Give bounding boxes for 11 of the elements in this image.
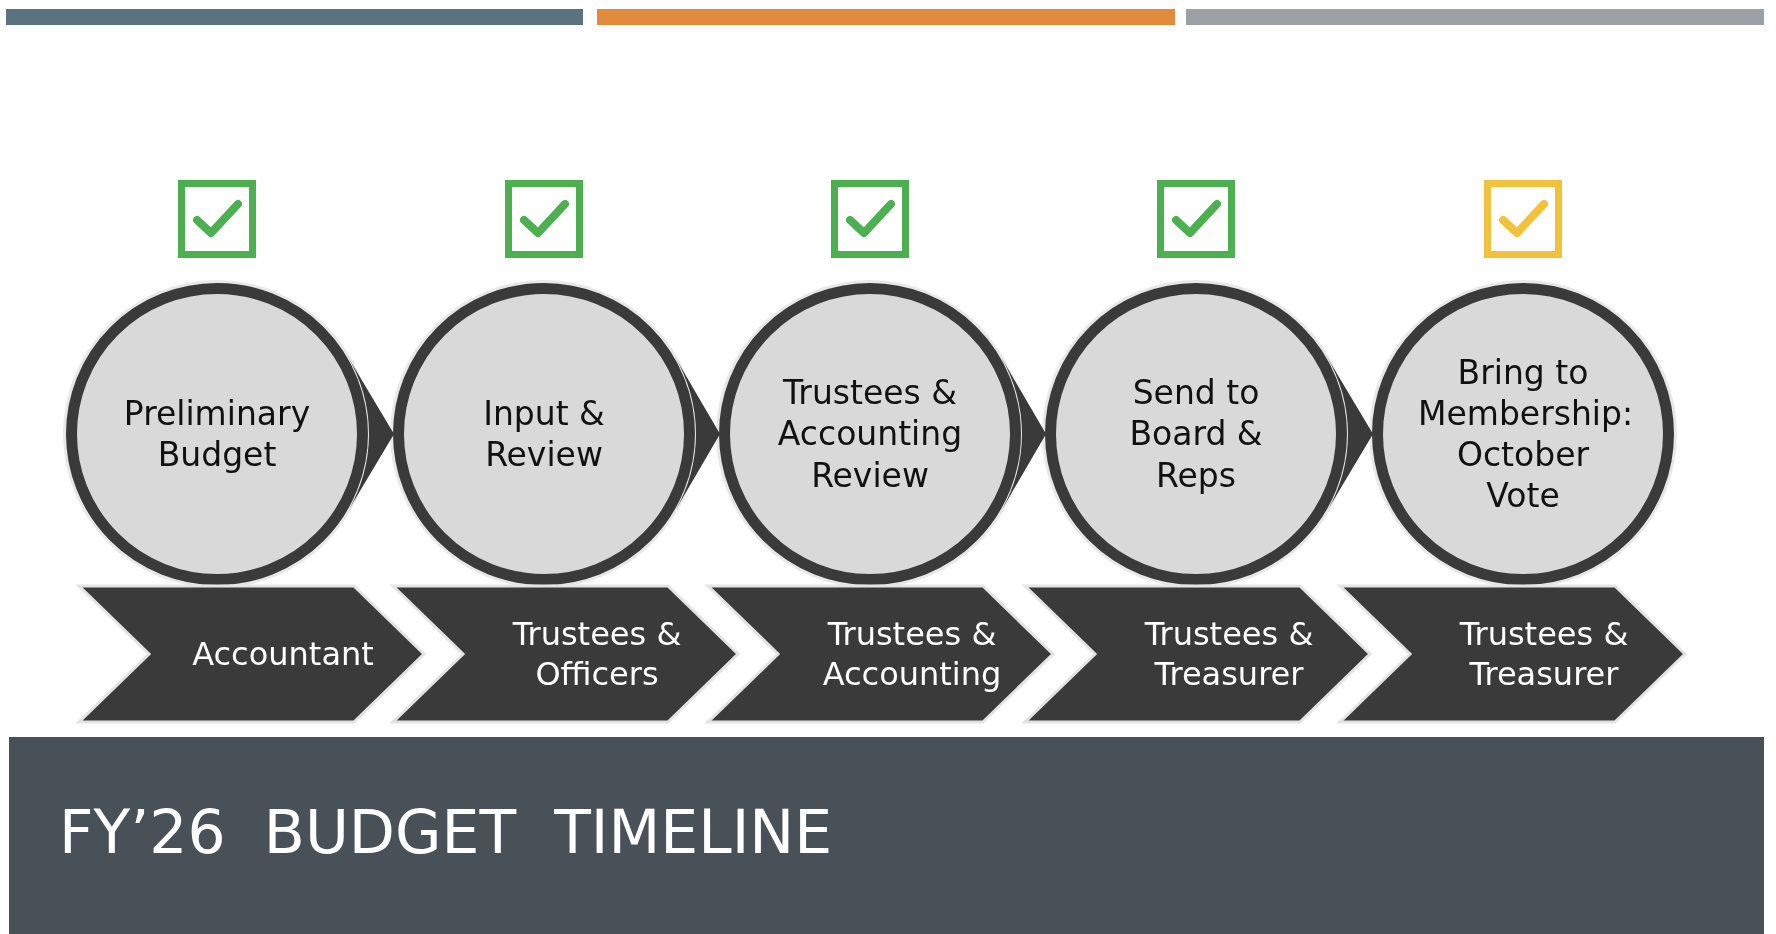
owner-label: Trustees & Treasurer	[1458, 614, 1630, 694]
step-label: Trustees & Accounting Review	[776, 372, 964, 496]
step-label: Send to Board & Reps	[1128, 372, 1264, 496]
owner-label: Accountant	[192, 634, 374, 674]
step-label: Input & Review	[482, 392, 606, 476]
owner-label: Trustees & Accounting	[821, 614, 1003, 694]
owner-label: Trustees & Treasurer	[1143, 614, 1315, 694]
owner-label: Trustees & Officers	[511, 614, 683, 694]
step-label: Bring to Membership: October Vote	[1418, 351, 1628, 517]
step-label: Preliminary Budget	[122, 392, 312, 476]
title: FY’26 BUDGET TIMELINE	[59, 797, 833, 867]
